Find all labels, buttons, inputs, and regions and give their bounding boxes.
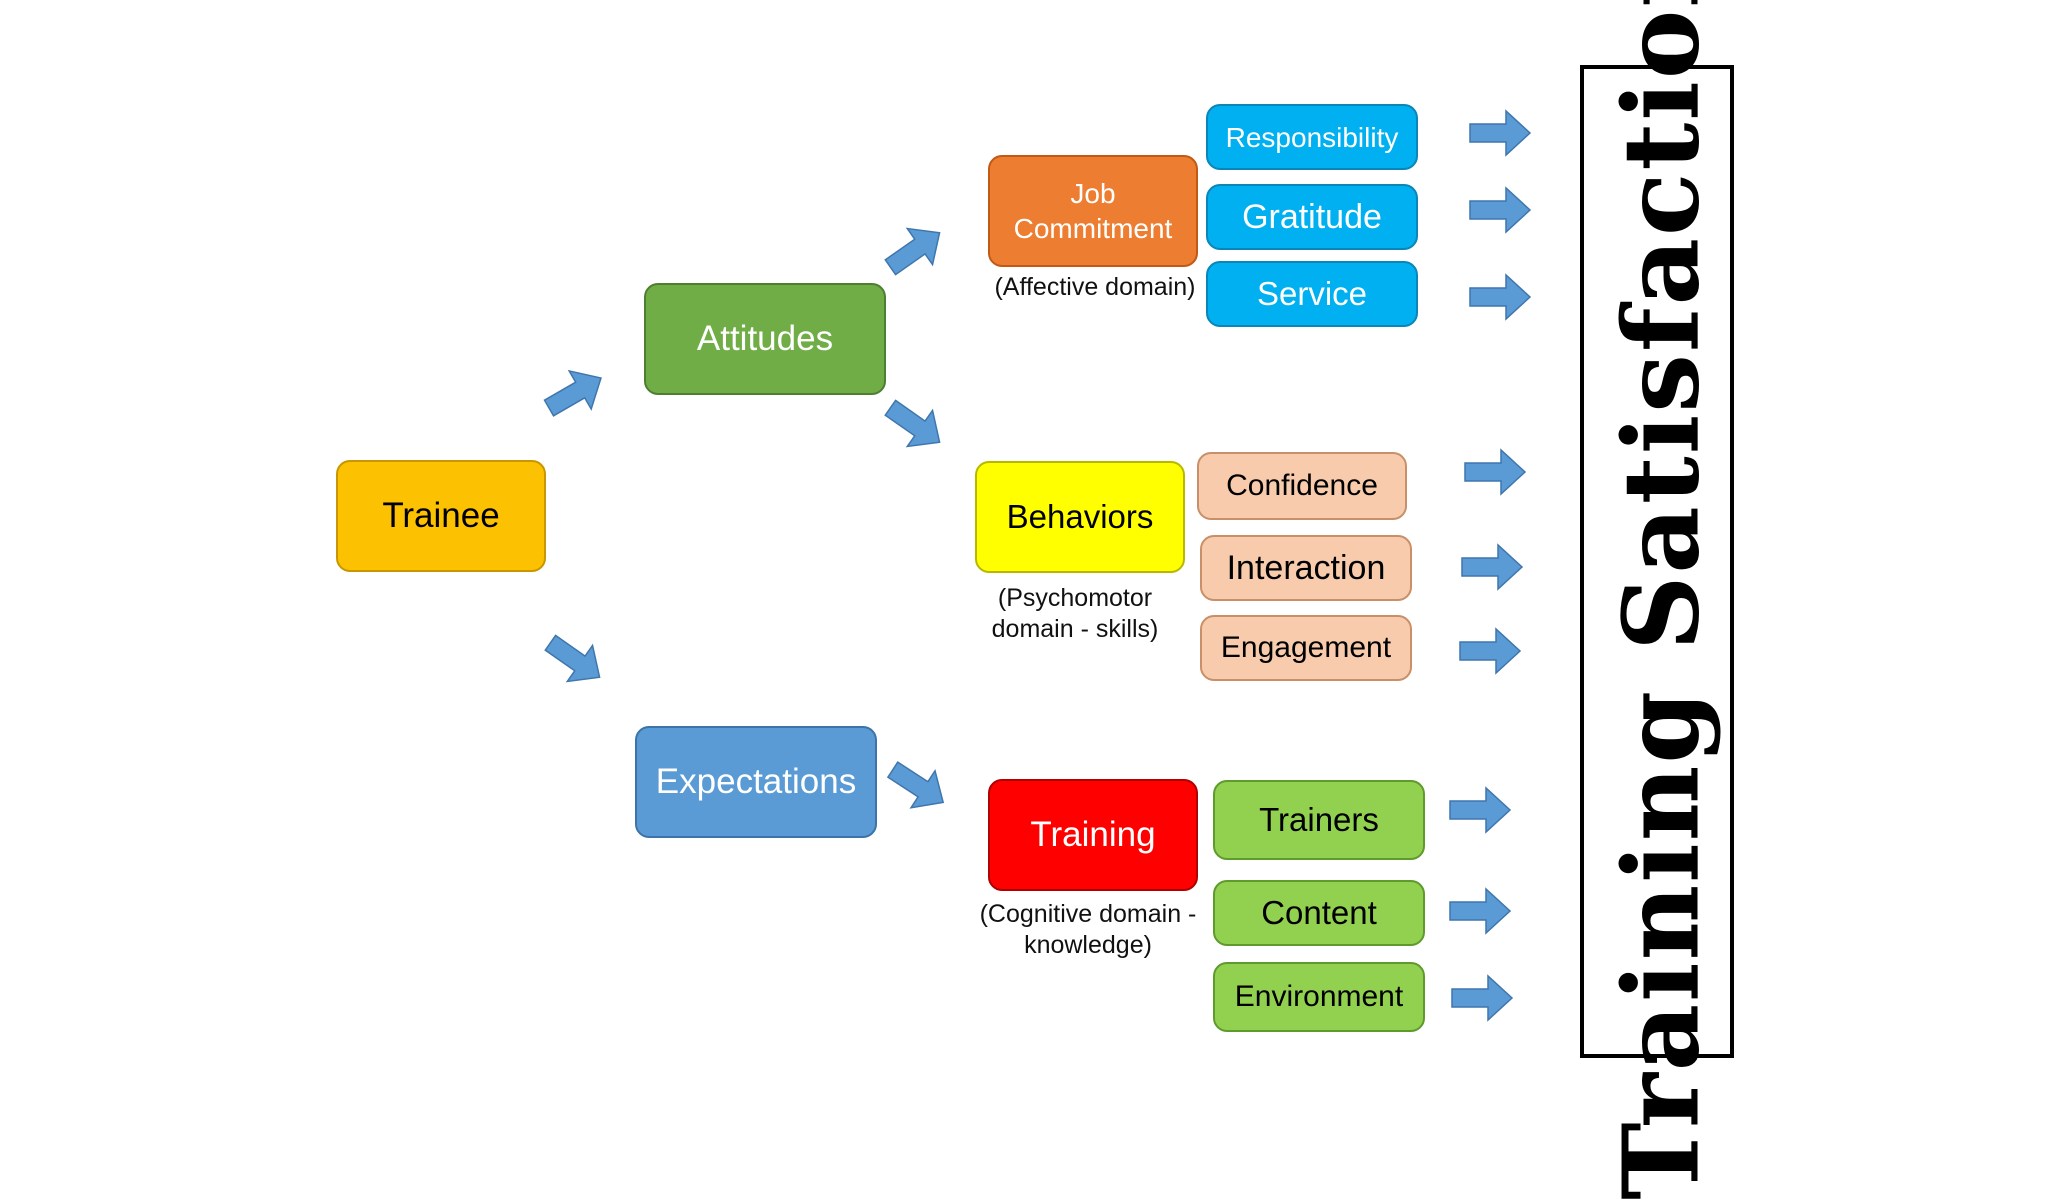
interaction-node: Interaction	[1200, 535, 1412, 601]
behaviors-node: Behaviors	[975, 461, 1185, 573]
arrow-trainee-to-attitudes-icon	[543, 369, 602, 417]
engagement-node: Engagement	[1200, 615, 1412, 681]
arrow-trainers-to-satisfaction-icon	[1449, 786, 1512, 834]
arrow-responsibility-to-satisfaction-icon	[1469, 109, 1532, 157]
arrow-expectations-to-training-icon	[886, 761, 945, 809]
training-node: Training	[988, 779, 1198, 891]
arrow-environment-to-satisfaction-icon	[1451, 974, 1514, 1022]
arrow-confidence-to-satisfaction-icon	[1464, 448, 1527, 496]
environment-node: Environment	[1213, 962, 1425, 1032]
arrow-gratitude-to-satisfaction-icon	[1469, 186, 1532, 234]
trainee-node: Trainee	[336, 460, 546, 572]
arrow-interaction-to-satisfaction-icon	[1461, 543, 1524, 591]
psychomotor-domain-caption: (Psychomotor domain - skills)	[991, 584, 1159, 644]
arrow-service-to-satisfaction-icon	[1469, 273, 1532, 321]
affective-domain-caption: (Affective domain)	[994, 273, 1196, 301]
arrow-trainee-to-expectations-icon	[544, 634, 601, 683]
expectations-node: Expectations	[635, 726, 877, 838]
gratitude-node: Gratitude	[1206, 184, 1418, 250]
arrow-layer	[543, 109, 1532, 1022]
arrow-attitudes-to-behaviors-icon	[884, 399, 941, 448]
confidence-node: Confidence	[1197, 452, 1407, 520]
arrow-attitudes-to-job-commitment-icon	[884, 227, 941, 276]
arrow-content-to-satisfaction-icon	[1449, 887, 1512, 935]
job-commitment-node: Job Commitment	[988, 155, 1198, 267]
trainers-node: Trainers	[1213, 780, 1425, 860]
service-node: Service	[1206, 261, 1418, 327]
training-satisfaction-box: Training Satisfaction	[1580, 0, 1734, 1200]
attitudes-node: Attitudes	[644, 283, 886, 395]
cognitive-domain-caption: (Cognitive domain - knowledge)	[979, 900, 1197, 960]
training-satisfaction-label: Training Satisfaction	[1599, 0, 1723, 1200]
responsibility-node: Responsibility	[1206, 104, 1418, 170]
training-satisfaction-diagram: Trainee Attitudes Expectations Job Commi…	[336, 0, 1734, 1200]
content-node: Content	[1213, 880, 1425, 946]
arrow-engagement-to-satisfaction-icon	[1459, 627, 1522, 675]
